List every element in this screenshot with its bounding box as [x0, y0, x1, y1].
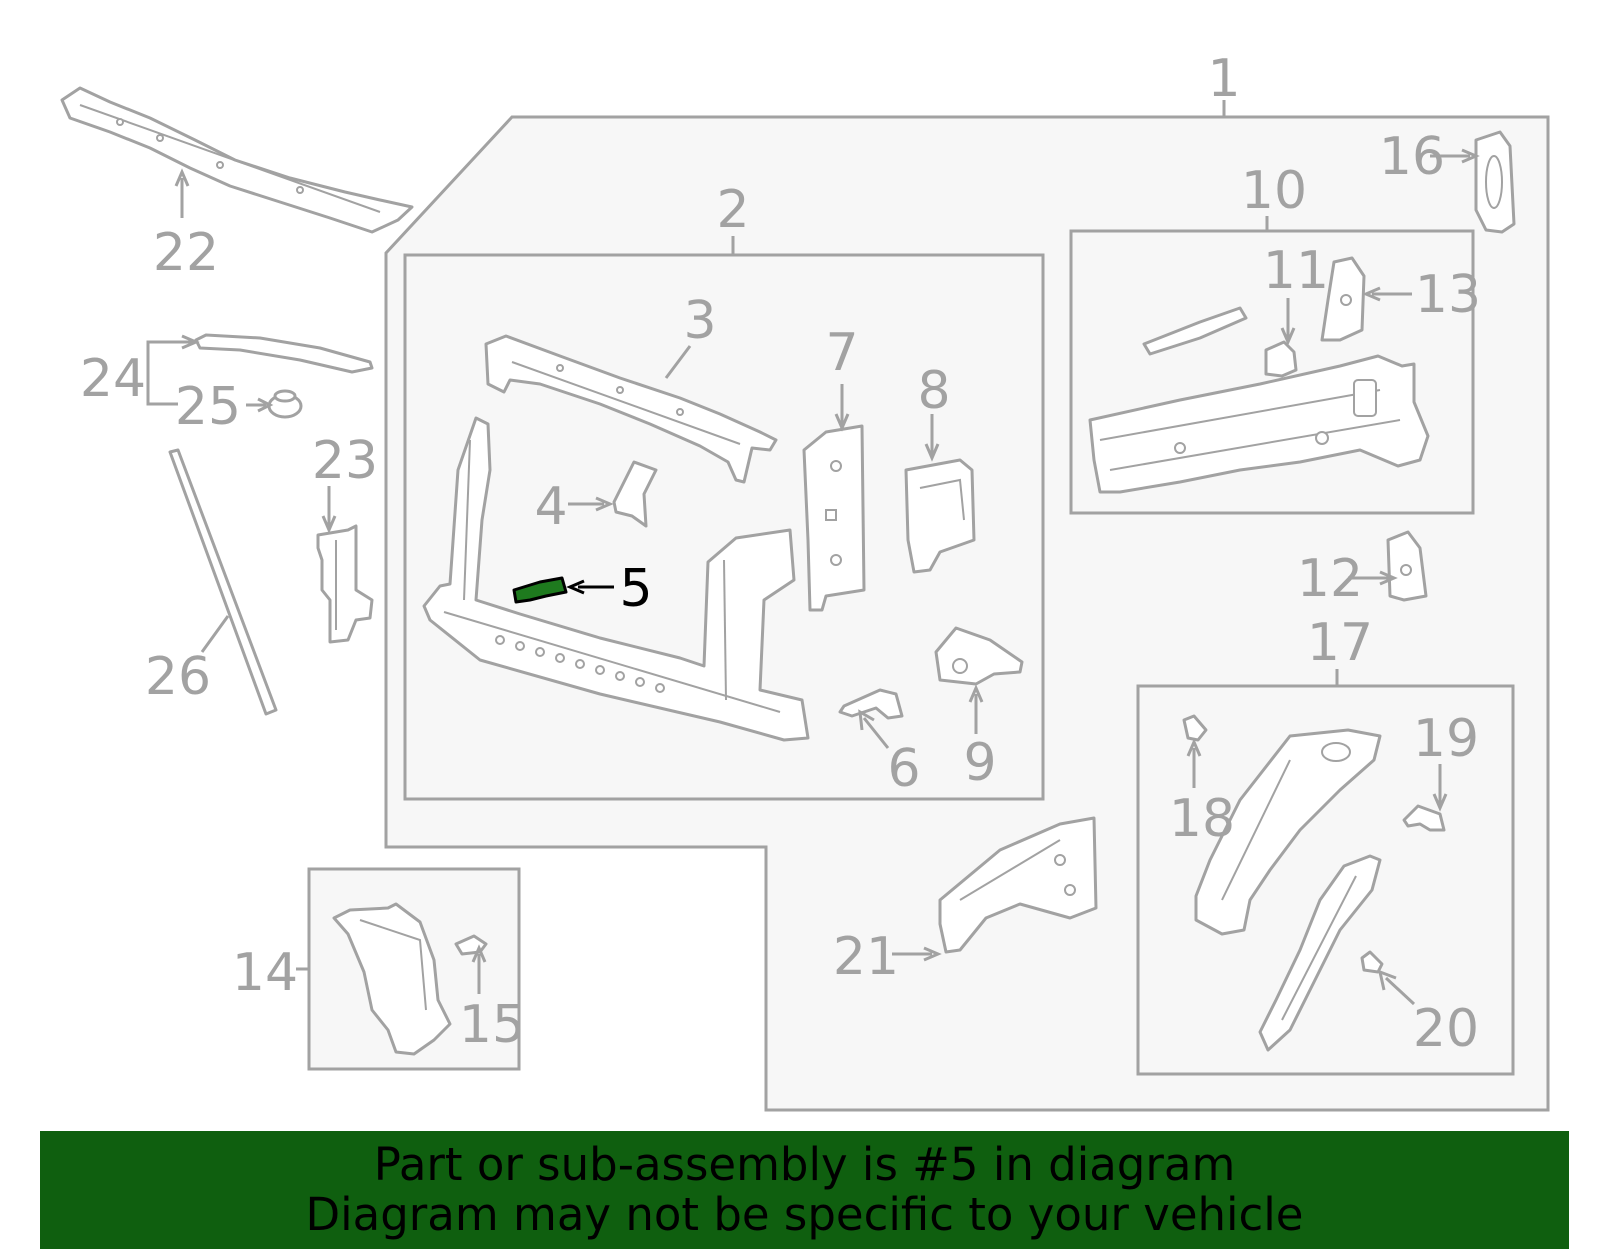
callout-5: 5: [619, 559, 652, 619]
part-11-bracket: [1264, 340, 1298, 378]
callout-22: 22: [153, 223, 219, 283]
callout-20: 20: [1413, 999, 1479, 1059]
parts-diagram: 1 2 3 4 5 6 7 8 9 10 11 12 13 14 15 16 1…: [60, 49, 1550, 1112]
part-19-clip: [1402, 804, 1446, 832]
part-22-tie-bar: [60, 86, 414, 234]
callout-19: 19: [1413, 709, 1479, 769]
callout-6: 6: [887, 739, 920, 799]
part-14-bracket: [332, 902, 452, 1056]
callout-2: 2: [716, 180, 749, 240]
callout-21: 21: [833, 927, 899, 987]
radiator-support-frame: [422, 416, 810, 742]
banner-line-2: Diagram may not be specific to your vehi…: [305, 1188, 1304, 1241]
part-20-clip: [1360, 950, 1384, 974]
callout-9: 9: [963, 733, 996, 793]
part-10-apron: [1088, 354, 1430, 494]
part-25-grommet: [267, 389, 303, 419]
callout-16: 16: [1379, 127, 1445, 187]
callout-12: 12: [1297, 549, 1363, 609]
callout-26: 26: [145, 647, 211, 707]
part-10-small-bar: [1142, 306, 1248, 356]
callout-3: 3: [683, 291, 716, 351]
callout-13: 13: [1415, 265, 1481, 325]
callout-10: 10: [1241, 161, 1307, 221]
callout-18: 18: [1169, 789, 1235, 849]
callout-25: 25: [175, 377, 241, 437]
part-26-rod: [168, 448, 278, 716]
part-8-duct: [904, 458, 976, 574]
callout-23: 23: [312, 431, 378, 491]
callout-8: 8: [917, 361, 950, 421]
disclaimer-banner: Part or sub-assembly is #5 in diagram Di…: [40, 1131, 1569, 1249]
part-12-bracket: [1386, 530, 1428, 602]
callout-14: 14: [232, 943, 298, 1003]
part-24-bracket: [194, 333, 374, 374]
part-16-plate: [1474, 130, 1516, 234]
part-6-bracket: [838, 688, 904, 720]
part-21-rail: [938, 816, 1098, 954]
banner-line-1: Part or sub-assembly is #5 in diagram: [373, 1138, 1236, 1191]
part-7-panel: [802, 424, 866, 612]
part-13-bracket: [1320, 256, 1366, 342]
part-18-clip: [1182, 714, 1208, 742]
part-3-upper-support: [484, 334, 778, 484]
callout-1: 1: [1207, 49, 1240, 109]
callout-4: 4: [534, 477, 567, 537]
callout-24: 24: [80, 349, 146, 409]
part-5-highlighted: [512, 576, 568, 604]
part-17-strut: [1258, 854, 1382, 1052]
callout-11: 11: [1263, 241, 1329, 301]
part-4-bracket: [612, 460, 658, 528]
callout-7: 7: [825, 323, 858, 383]
part-17-arch: [1194, 728, 1382, 936]
part-23-bracket: [316, 524, 374, 644]
callout-15: 15: [459, 995, 525, 1055]
part-9-bracket: [934, 626, 1024, 686]
callout-17: 17: [1307, 613, 1373, 673]
